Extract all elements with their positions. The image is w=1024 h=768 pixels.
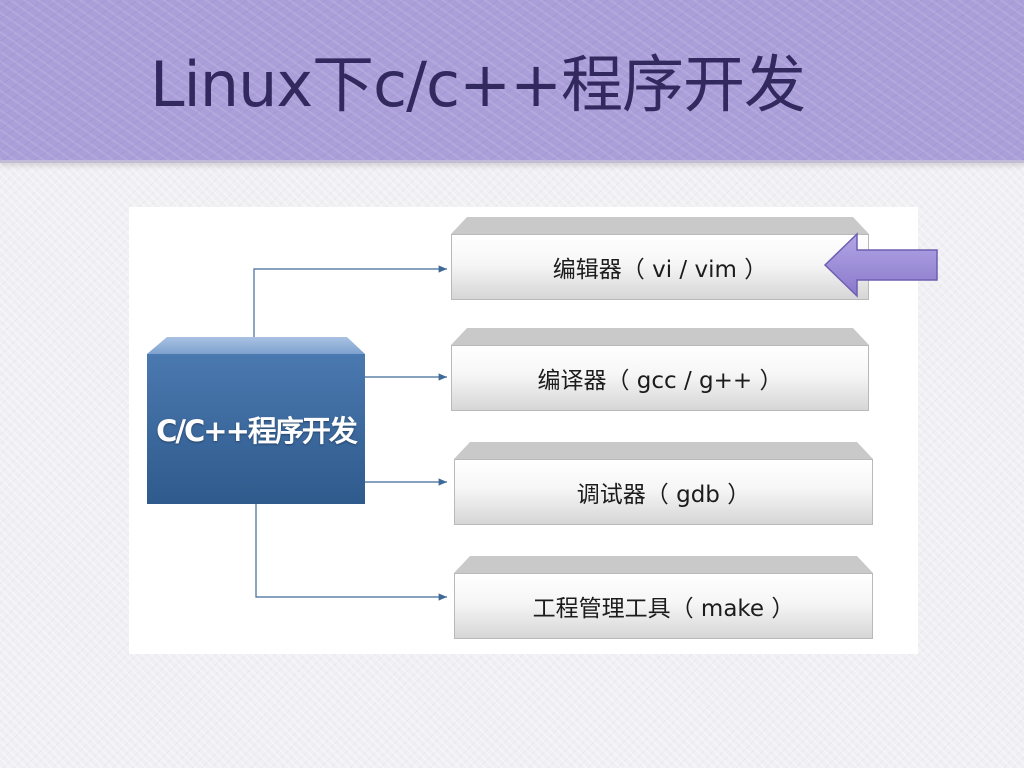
diagram-connectors: [147, 217, 873, 601]
tool-box-make: 工程管理工具（ make ）: [454, 573, 873, 639]
tool-box-bevel: [451, 328, 869, 345]
root-box: [147, 337, 365, 504]
tool-box-editor: 编辑器（ vi / vim ）: [451, 234, 869, 300]
title-bar: Linux下c/c++程序开发: [0, 0, 1024, 163]
tool-box-bevel: [454, 556, 873, 573]
tool-diagram: C/C++程序开发 编辑器（ vi / vim ） 编译器（ gcc / g++…: [129, 207, 918, 654]
tool-box-bevel: [451, 217, 869, 234]
tool-box-debugger: 调试器（ gdb ）: [454, 459, 873, 525]
pointer-arrow-icon: [823, 232, 938, 298]
root-box-label: C/C++程序开发: [156, 414, 358, 448]
tool-box-bevel: [454, 442, 873, 459]
slide-title: Linux下c/c++程序开发: [150, 48, 806, 121]
tool-box-compiler: 编译器（ gcc / g++ ）: [451, 345, 869, 411]
root-box-top: [147, 337, 365, 354]
connector-editor: [253, 265, 447, 337]
root-box-face: [147, 354, 365, 504]
connector-make: [255, 504, 447, 601]
